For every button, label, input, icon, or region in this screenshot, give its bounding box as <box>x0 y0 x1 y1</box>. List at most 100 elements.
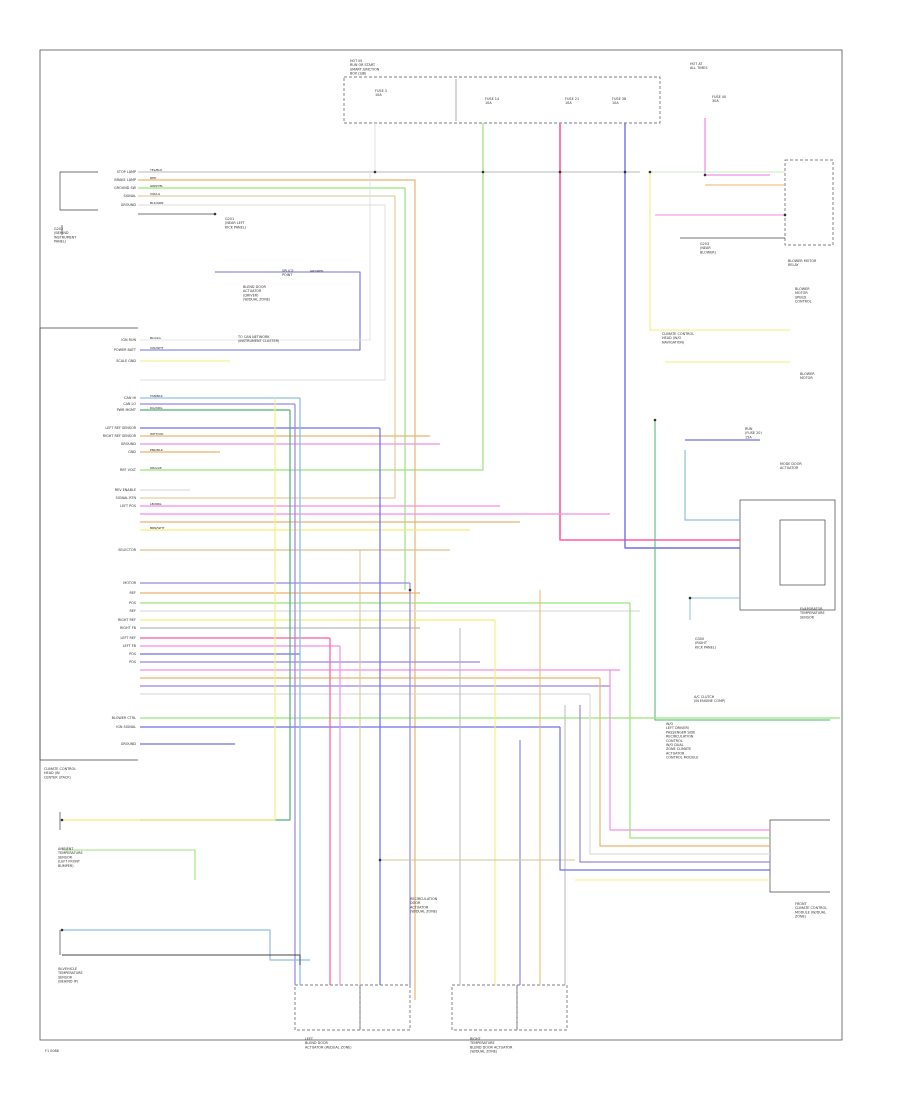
wire-code: BLU/LG <box>150 336 161 340</box>
component-label-ground-2: INSTRUMENT <box>54 235 77 239</box>
component-label-sjb-note: RUN <box>745 427 753 431</box>
component-label-fuse-e: 30A <box>712 99 719 103</box>
component-label-actuator-a: BLEND DOOR <box>305 1041 329 1045</box>
splice-dot <box>378 858 382 862</box>
component-label-ac-clutch: (IN ENGINE COMP) <box>694 699 726 703</box>
sensor-feed <box>62 398 276 821</box>
act-a2-wire <box>140 410 291 821</box>
component-label-blend-door: (W/DUAL ZONE) <box>243 298 271 302</box>
component-label-temp-sensor: EVAPORATOR <box>800 607 823 611</box>
splice-dot <box>213 212 217 216</box>
component-label-climate-ctrl: CLIMATE CONTROL <box>662 332 694 336</box>
wire-code: YEL/BLU <box>150 168 162 172</box>
component-label-rear-text: ZONE CLIMATE <box>666 747 691 751</box>
component-label-recirc: DOOR <box>410 901 421 905</box>
component-label-blend-door: (DRIVER) <box>243 293 259 297</box>
splice-dot <box>623 170 627 174</box>
component-label-rear-text: W/O DUAL <box>666 743 684 747</box>
pin-label: RIGHT REF <box>118 618 136 622</box>
component-label-ambient: TEMPERATURE <box>57 851 83 855</box>
component-label-sjb-note: (FUSE 20) <box>745 431 762 435</box>
blower-motor-box <box>739 499 836 611</box>
diagram-frame <box>39 49 843 1041</box>
wire-code: LB/ORG <box>150 502 162 506</box>
component-label-fuse-d: FUSE 38 <box>612 97 626 101</box>
pin-label: POS <box>129 652 136 656</box>
fuse-panel-box <box>343 76 661 124</box>
component-label-ground-1: KICK PANEL) <box>225 225 247 229</box>
actuator-b2-box <box>516 984 568 1031</box>
component-label-fuse-panel: RUN OR START <box>350 63 376 67</box>
splice-dot <box>653 418 657 422</box>
rear-module-box <box>769 819 830 893</box>
component-label-ground-2: PANEL) <box>54 240 67 244</box>
network-line <box>654 420 830 721</box>
component-label-ground-3: (RIGHT <box>695 641 708 645</box>
component-label-actuator-b: BLEND DOOR ACTUATOR <box>470 1045 513 1049</box>
component-label-fuse-a: FUSE 3 <box>375 89 387 93</box>
pin-label: CAN LO <box>123 402 136 406</box>
pin-label: POS <box>129 660 136 664</box>
wire-code: BRN/WHT <box>150 526 165 530</box>
component-label-blower-motor: SPEED <box>795 295 806 299</box>
splice-dot <box>60 818 64 822</box>
wire-code: BLK/GRN <box>150 201 163 205</box>
component-label-s-point: POINT <box>282 273 293 277</box>
module-left-box <box>39 327 138 761</box>
pin-label: PWR MGMT <box>117 408 137 412</box>
component-label-g-gnd: G203 <box>700 242 709 246</box>
component-label-footwell: ZONE) <box>795 915 807 919</box>
pin-label: SIGNAL RTN <box>116 496 137 500</box>
pin-label: SIGNAL <box>123 194 136 198</box>
component-label-footwell: FRONT <box>795 902 808 906</box>
component-label-fuse-b: FUSE 14 <box>485 97 499 101</box>
pin-label: LEFT REF <box>120 636 136 640</box>
component-label-actuator-b: RIGHT <box>470 1037 482 1041</box>
component-label-to-ipc: TO CAN NETWORK <box>237 335 270 339</box>
pin-label: LEFT FB <box>123 644 137 648</box>
component-label-climate-ctrl: HEAD (W/O <box>662 336 682 340</box>
pin-label: REF VOLT <box>120 468 137 472</box>
component-label-blower: MOTOR <box>800 376 813 380</box>
pin-label: REV ENABLE <box>115 488 136 492</box>
component-label-s-point: SPLICE <box>282 269 294 273</box>
component-label-fuse-d: 10A <box>612 101 619 105</box>
component-label-ambient: BUMPER) <box>58 864 74 868</box>
module-top-bracket <box>59 171 98 211</box>
fuse-c-feed <box>559 123 740 541</box>
footer-code: F1 0086 <box>45 1049 59 1053</box>
component-label-blend-door: ACTUATOR <box>243 289 262 293</box>
actuator-a1-box <box>294 984 361 1031</box>
rear-lead-3 <box>599 678 770 847</box>
wire-code: VIO/WHT <box>150 346 164 350</box>
pin-label: GROUND <box>121 203 137 207</box>
fuse-d-feed <box>624 123 740 549</box>
blower-inner-box <box>779 519 826 586</box>
orange-trunk <box>138 179 416 1000</box>
sensor-signal <box>62 849 196 880</box>
component-label-footwell: MODULE (W/DUAL <box>795 910 826 914</box>
component-label-blower: BLOWER <box>800 372 815 376</box>
fuse-b-feed <box>140 123 484 471</box>
sensor-b <box>684 450 740 521</box>
component-label-fuse-panel: SMART JUNCTION <box>350 67 380 71</box>
sensor-b-ground <box>62 954 301 965</box>
component-label-recirc: ACTUATOR <box>410 905 429 909</box>
component-label-module-left: CLIMATE CONTROL <box>44 767 76 771</box>
actuator-a2-box <box>359 984 411 1031</box>
wire-code: GRY/RED <box>310 269 324 273</box>
component-label-actuator-b: TEMPERATURE <box>469 1041 495 1045</box>
component-label-fuse-e: FUSE 40 <box>712 95 726 99</box>
wire-code: GRN/YEL <box>150 184 163 188</box>
component-label-recirc: RECIRCULATION <box>410 897 438 901</box>
pin-label: IGN RUN <box>121 338 136 342</box>
pin-label: POWER BATT <box>114 348 137 352</box>
pin-label: SCALE GND <box>116 359 136 363</box>
component-label-blower-relay: RELAY <box>788 263 800 267</box>
component-label-rear-text: RECIRCULATION <box>666 735 694 739</box>
pin-label: GND <box>128 450 136 454</box>
wire-code: WHT/VIO <box>150 432 164 436</box>
pin-label: GROUND <box>121 442 137 446</box>
component-label-actuator-b: (W/DUAL ZONE) <box>470 1050 498 1054</box>
